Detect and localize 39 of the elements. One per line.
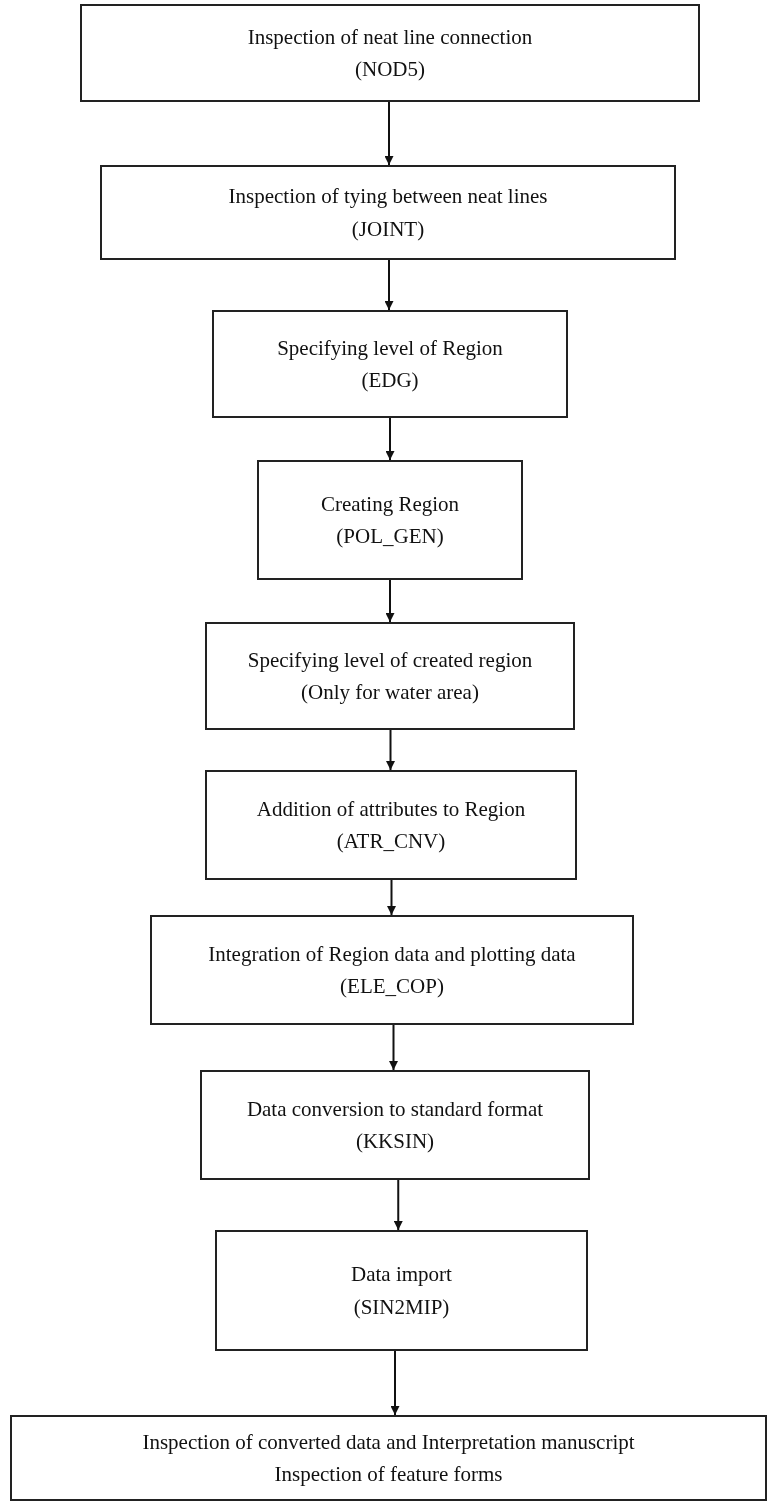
box-text: Data conversion to standard format bbox=[246, 1096, 544, 1121]
box-text: (KKSIN) bbox=[355, 1129, 435, 1154]
box-text: Inspection of converted data and Interpretation manuscript bbox=[142, 1429, 635, 1454]
box-text: Integration of Region data and plotting data bbox=[208, 941, 576, 966]
process-box bbox=[100, 165, 676, 260]
box-text: (ELE_COP) bbox=[340, 974, 444, 999]
process-box bbox=[80, 4, 700, 102]
process-box bbox=[205, 770, 577, 880]
arrow bbox=[386, 729, 395, 771]
arrow bbox=[393, 1179, 403, 1231]
box-text: Inspection of tying between neat lines bbox=[228, 184, 548, 209]
process-box bbox=[150, 915, 634, 1025]
process-box bbox=[257, 460, 523, 580]
process-box bbox=[205, 622, 575, 730]
arrow bbox=[387, 879, 396, 916]
box-text: Creating Region bbox=[320, 491, 460, 516]
box-text: (EDG) bbox=[361, 368, 419, 393]
arrow bbox=[385, 417, 395, 461]
process-box bbox=[200, 1070, 590, 1180]
box-text: Specifying level of created region bbox=[247, 647, 533, 672]
arrow bbox=[389, 1024, 398, 1071]
box-text: Data import bbox=[351, 1262, 452, 1287]
box-text: Specifying level of Region bbox=[277, 335, 503, 360]
process-box bbox=[215, 1230, 588, 1351]
box-text: (Only for water area) bbox=[301, 680, 479, 705]
box-text: (NOD5) bbox=[355, 57, 425, 82]
box-text: (SIN2MIP) bbox=[353, 1294, 450, 1319]
box-text: Addition of attributes to Region bbox=[256, 796, 526, 821]
box-text: (POL_GEN) bbox=[336, 524, 444, 549]
box-text: Inspection of feature forms bbox=[274, 1462, 503, 1487]
box-text: Inspection of neat line connection bbox=[247, 24, 533, 49]
box-text: (ATR_CNV) bbox=[336, 829, 446, 854]
arrow bbox=[384, 259, 394, 311]
arrow bbox=[390, 1350, 400, 1416]
process-box bbox=[212, 310, 568, 418]
process-box bbox=[10, 1415, 767, 1501]
arrow bbox=[384, 101, 394, 166]
arrow bbox=[385, 579, 395, 623]
box-text: (JOINT) bbox=[351, 216, 425, 241]
